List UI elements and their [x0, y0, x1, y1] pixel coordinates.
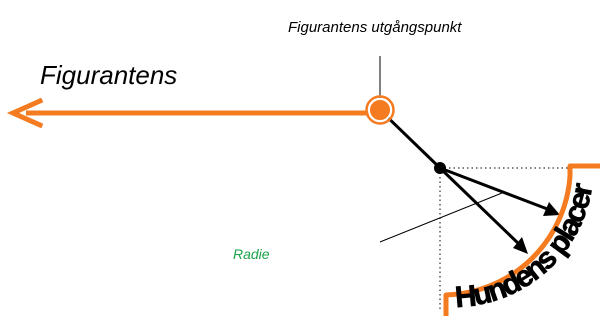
starting-point-marker — [368, 98, 392, 122]
starting-point-label: Figurantens utgångspunkt — [288, 19, 462, 36]
radius-arrow-1-head — [543, 202, 560, 216]
pivot-point — [434, 162, 446, 174]
direction-arrow-head — [6, 97, 44, 129]
radius-annotation-line — [379, 192, 503, 243]
radius-arrow-1-shaft — [439, 166, 551, 212]
placement-boundary-arc — [443, 163, 600, 316]
radius-label: Radie — [233, 246, 270, 262]
dog-placement-label: Hundens placering — [0, 0, 600, 315]
starting-point-marker-ring — [365, 95, 395, 125]
radius-arrow-2-head — [513, 237, 528, 254]
direction-label: Figurantens — [40, 60, 177, 90]
radius-arrow-2-shaft — [438, 166, 523, 248]
